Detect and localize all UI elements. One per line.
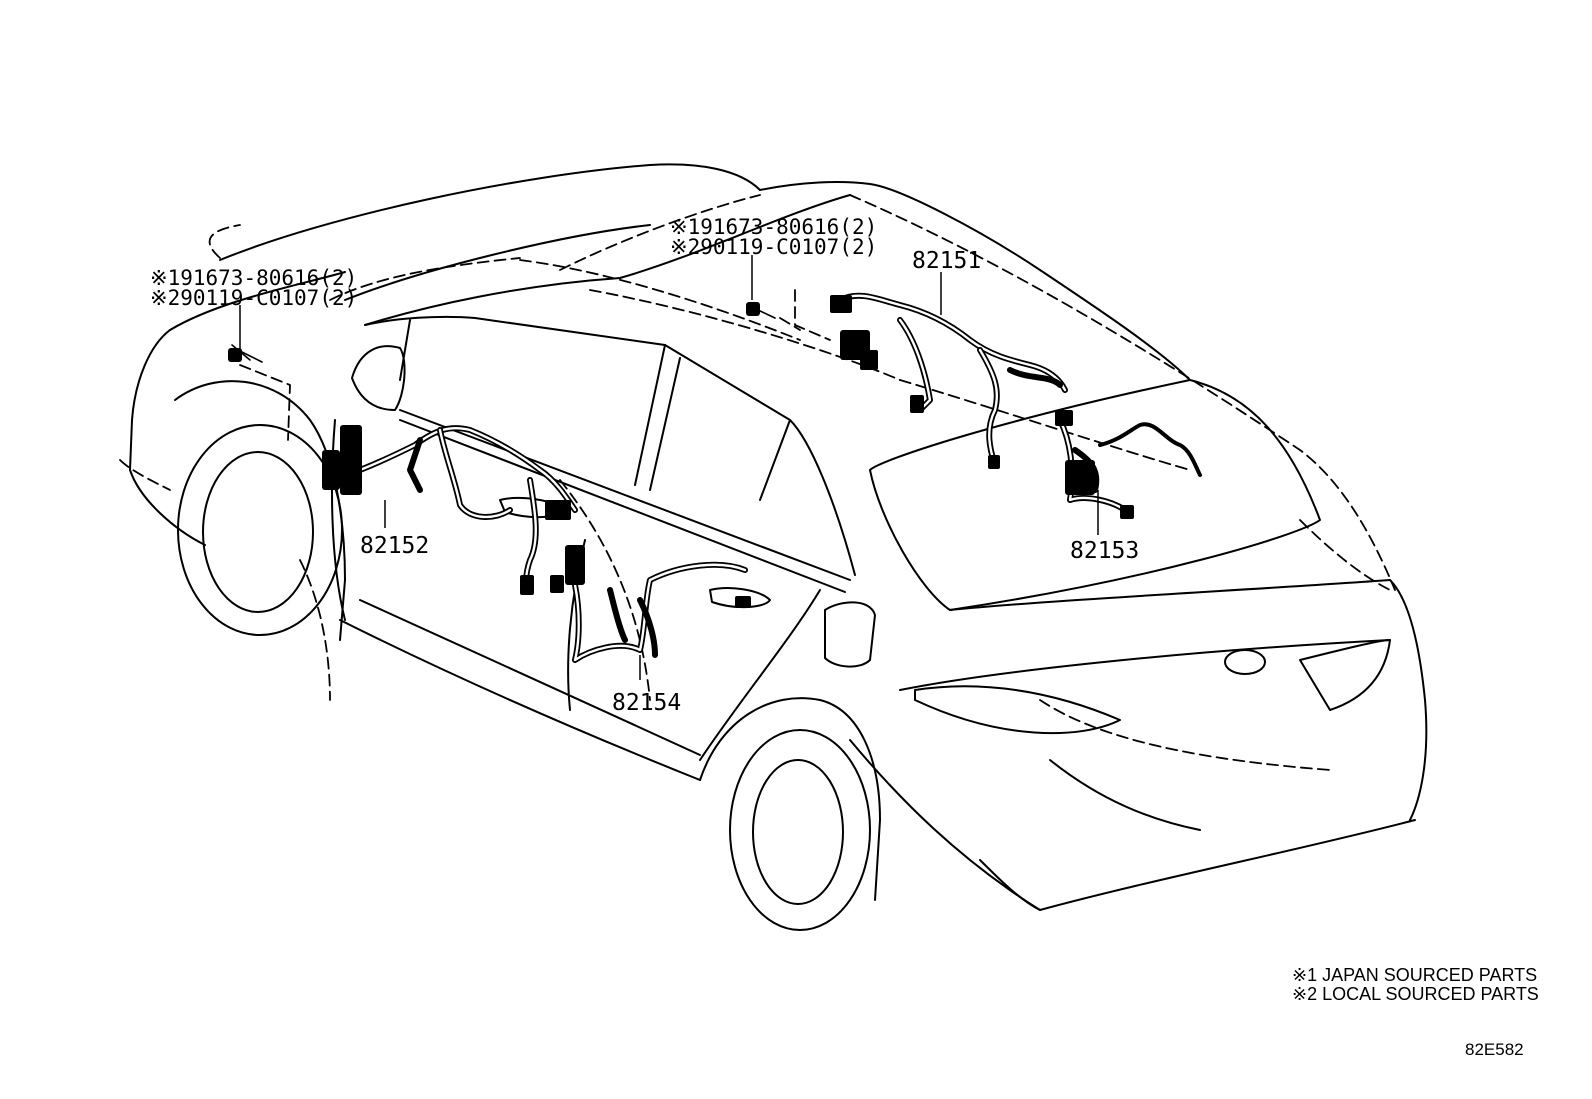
car-body-outline (129, 163, 1428, 931)
legend-note-local: ※2 LOCAL SOURCED PARTS (1292, 984, 1539, 1004)
roof-clip-fastener (746, 302, 776, 319)
part-number-82154: 82154 (612, 690, 682, 716)
diagram-code: 82E582 (1465, 1040, 1524, 1059)
harness-82153-rear (1055, 410, 1202, 519)
legend-note-japan: ※1 JAPAN SOURCED PARTS (1292, 965, 1538, 985)
left-clip-fastener (228, 344, 263, 363)
part-number-82152: 82152 (360, 533, 430, 559)
hidden-lines (119, 194, 1396, 771)
harness-82154-rear-door (550, 545, 751, 663)
harness-82151-roof (830, 292, 1068, 469)
harness-82152-front-door (322, 425, 578, 595)
left-callout-line1: ※191673-80616(2) (150, 266, 358, 290)
part-number-82153: 82153 (1070, 538, 1140, 564)
roof-callout-line1: ※191673-80616(2) (670, 215, 878, 239)
left-callout-line2: ※290119-C0107(2) (150, 286, 358, 310)
part-number-82151: 82151 (912, 248, 982, 274)
roof-callout-line2: ※290119-C0107(2) (670, 235, 878, 259)
leader-lines (239, 255, 1099, 680)
